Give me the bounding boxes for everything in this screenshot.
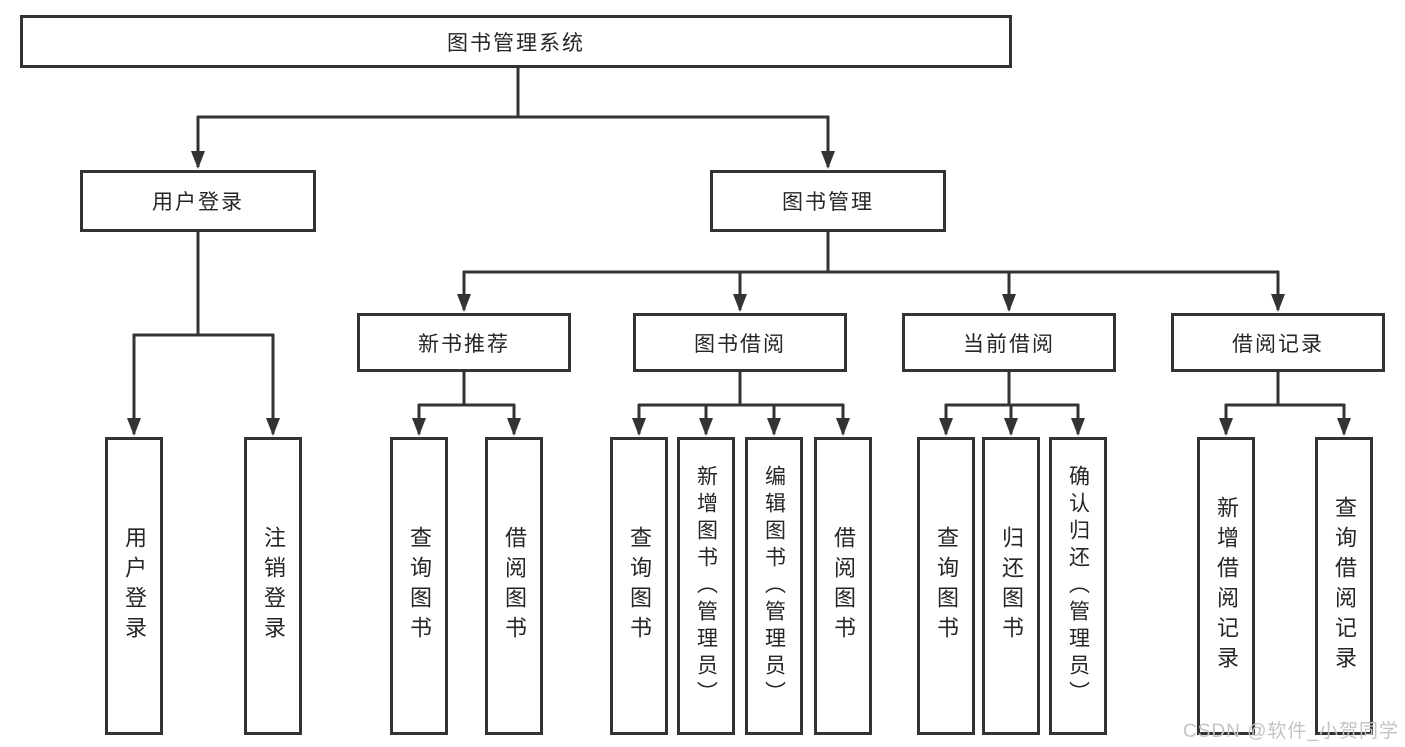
leaf-label: 查询图书 bbox=[407, 526, 432, 646]
leaf-add-book-admin: 新增图书（管理员） bbox=[677, 437, 735, 735]
node-book-borrowing: 图书借阅 bbox=[633, 313, 847, 372]
node-library-management-system: 图书管理系统 bbox=[20, 15, 1012, 68]
leaf-label: 归还图书 bbox=[999, 526, 1024, 646]
leaf-edit-book-admin: 编辑图书（管理员） bbox=[745, 437, 803, 735]
leaf-label: 新增借阅记录 bbox=[1214, 496, 1239, 676]
csdn-watermark: CSDN @软件_小贺同学 bbox=[1183, 721, 1399, 742]
leaf-label: 确认归还（管理员） bbox=[1066, 464, 1090, 708]
leaf-add-borrow-record: 新增借阅记录 bbox=[1197, 437, 1255, 735]
leaf-logout: 注销登录 bbox=[244, 437, 302, 735]
node-label: 当前借阅 bbox=[963, 332, 1055, 356]
node-new-book-recommendation: 新书推荐 bbox=[357, 313, 571, 372]
leaf-label: 查询借阅记录 bbox=[1332, 496, 1357, 676]
node-label: 图书管理系统 bbox=[447, 31, 585, 55]
leaf-label: 借阅图书 bbox=[502, 526, 527, 646]
leaf-confirm-return-admin: 确认归还（管理员） bbox=[1049, 437, 1107, 735]
leaf-query-books-borrow: 查询图书 bbox=[610, 437, 668, 735]
node-label: 用户登录 bbox=[152, 191, 244, 214]
node-book-management: 图书管理 bbox=[710, 170, 946, 232]
leaf-label: 新增图书（管理员） bbox=[694, 464, 718, 708]
node-current-borrowing: 当前借阅 bbox=[902, 313, 1116, 372]
leaf-return-book: 归还图书 bbox=[982, 437, 1040, 735]
leaf-label: 注销登录 bbox=[261, 526, 286, 646]
node-label: 新书推荐 bbox=[418, 332, 510, 356]
leaf-query-books-current: 查询图书 bbox=[917, 437, 975, 735]
leaf-user-login: 用户登录 bbox=[105, 437, 163, 735]
leaf-label: 用户登录 bbox=[122, 526, 147, 646]
leaf-borrow-books: 借阅图书 bbox=[814, 437, 872, 735]
node-label: 借阅记录 bbox=[1232, 332, 1324, 356]
leaf-query-books-recommend: 查询图书 bbox=[390, 437, 448, 735]
leaf-label: 借阅图书 bbox=[831, 526, 856, 646]
leaf-query-borrow-record: 查询借阅记录 bbox=[1315, 437, 1373, 735]
leaf-label: 查询图书 bbox=[627, 526, 652, 646]
leaf-label: 编辑图书（管理员） bbox=[762, 464, 786, 708]
node-label: 图书管理 bbox=[782, 191, 874, 214]
node-borrowing-records: 借阅记录 bbox=[1171, 313, 1385, 372]
node-user-login: 用户登录 bbox=[80, 170, 316, 232]
leaf-label: 查询图书 bbox=[934, 526, 959, 646]
node-label: 图书借阅 bbox=[694, 332, 786, 356]
leaf-borrow-books-recommend: 借阅图书 bbox=[485, 437, 543, 735]
